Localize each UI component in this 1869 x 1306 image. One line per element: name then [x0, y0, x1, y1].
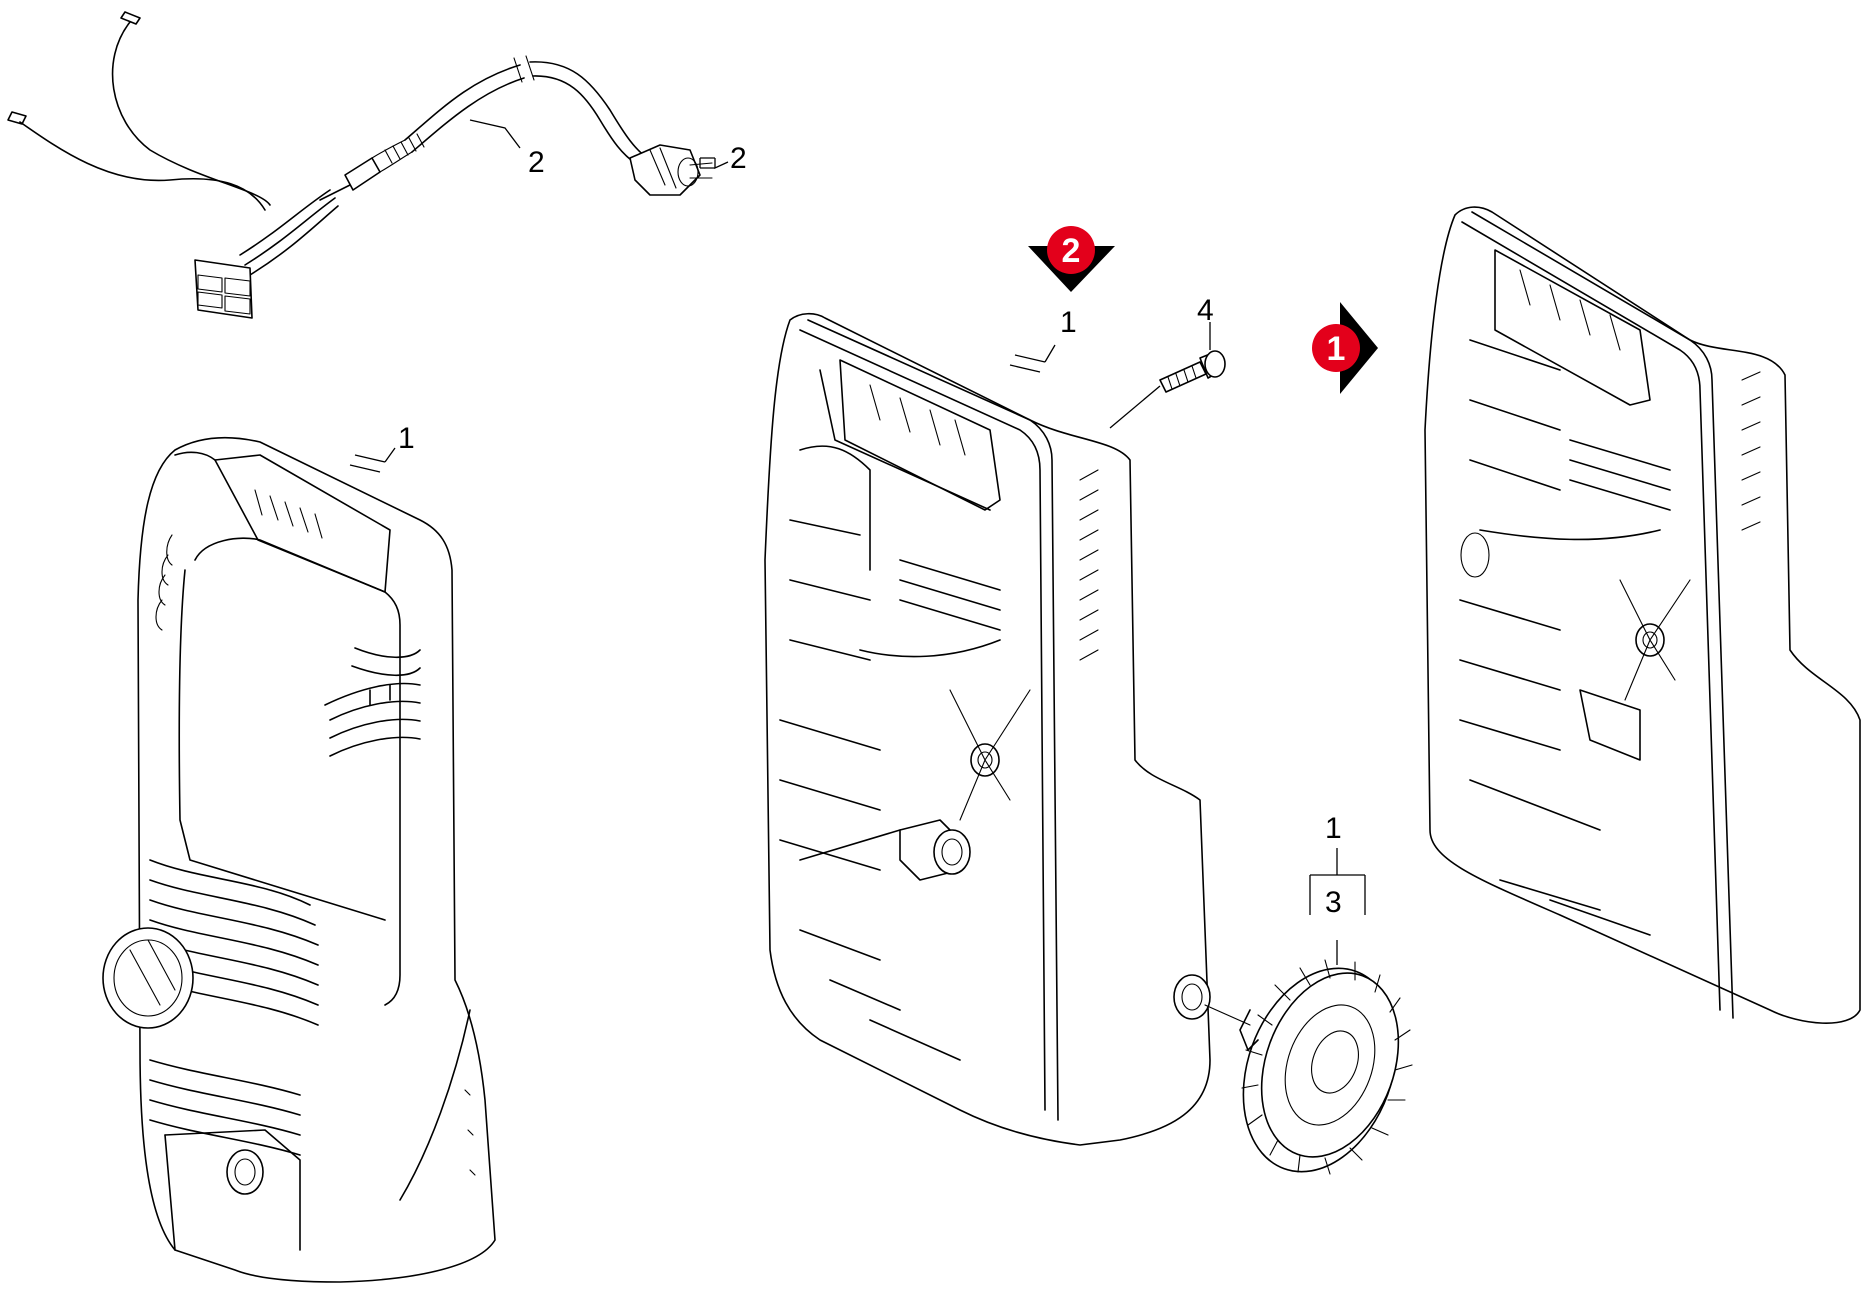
front-housing-leader	[349, 447, 396, 473]
rear-housing-center	[764, 312, 1211, 1146]
wheel	[1204, 959, 1413, 1175]
callout-front-housing: 1	[398, 422, 415, 455]
callout-screw: 4	[1197, 294, 1214, 327]
step-badge-two: 2	[1028, 226, 1115, 292]
callout-cable: 2	[528, 146, 545, 179]
step-badge-one: 1	[1312, 302, 1378, 394]
rear-housing-center-leader	[1009, 344, 1056, 373]
callout-wheel: 3	[1325, 886, 1342, 919]
power-cable-assembly	[7, 11, 729, 319]
wheel-group-bracket	[1309, 848, 1366, 915]
rear-housing-right	[1424, 206, 1861, 1024]
step-one-number: 1	[1327, 330, 1346, 368]
callout-wheel-group: 1	[1325, 812, 1342, 845]
callout-plug: 2	[730, 142, 747, 175]
callout-rear-housing: 1	[1060, 306, 1077, 339]
front-housing	[102, 436, 496, 1283]
screw	[1109, 322, 1226, 429]
step-two-number: 2	[1062, 232, 1081, 270]
